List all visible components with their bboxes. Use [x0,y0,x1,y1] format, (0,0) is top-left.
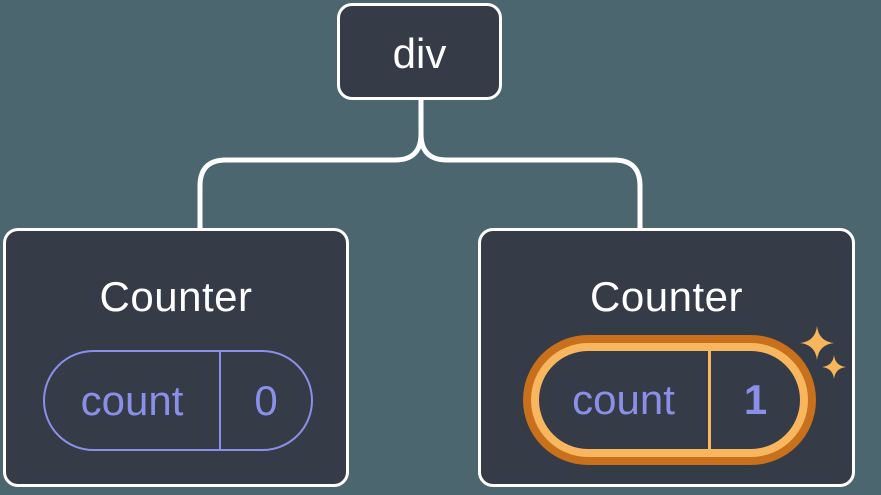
state-value: 0 [254,376,278,424]
branch-line-left [197,94,424,235]
root-node-label: div [392,29,447,77]
highlight-ring: count 1 [523,335,816,465]
state-pill-highlighted: count 1 [539,351,800,449]
counter-title: Counter [99,273,253,320]
sparkle-small [822,355,846,379]
state-key-label: count [45,352,221,449]
root-node: div [337,3,502,100]
state-pill: count 0 [43,350,313,451]
counter-title: Counter [590,273,743,320]
state-key-label: count [539,351,711,449]
branch-line-right [418,94,643,235]
sparkle-large [800,326,834,360]
highlight-ring-inner: count 1 [531,343,808,457]
counter-node-right: Counter count 1 [478,228,855,487]
state-value: 1 [743,376,768,423]
sparkles-icon [800,326,846,379]
counter-node-left: Counter count 0 [3,228,349,487]
